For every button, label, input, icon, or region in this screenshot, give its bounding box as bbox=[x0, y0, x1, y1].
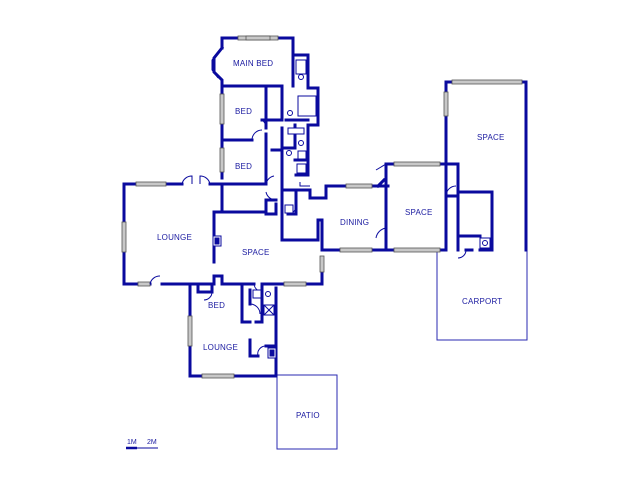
room-label-main-bed: MAIN BED bbox=[233, 59, 273, 68]
carport-outline bbox=[436, 250, 528, 341]
room-label-space-mid: SPACE bbox=[405, 208, 433, 217]
room-label-bed-1: BED bbox=[235, 107, 252, 116]
room-label-dining: DINING bbox=[340, 218, 369, 227]
lower-wing-walls bbox=[188, 282, 278, 378]
scale-label-2m: 2M bbox=[147, 439, 157, 446]
room-label-patio: PATIO bbox=[296, 411, 320, 420]
room-label-bed-2: BED bbox=[235, 162, 252, 171]
space-mid-walls bbox=[375, 162, 448, 252]
doors bbox=[149, 119, 467, 357]
room-label-bed-3: BED bbox=[208, 301, 225, 310]
patio-outline bbox=[276, 374, 338, 450]
room-label-carport: CARPORT bbox=[462, 297, 502, 306]
fixtures bbox=[212, 59, 491, 359]
room-label-lounge-main: LOUNGE bbox=[157, 233, 192, 242]
room-label-space-right: SPACE bbox=[477, 133, 505, 142]
bed-1-walls bbox=[220, 84, 268, 150]
scale-label-1m: 1M bbox=[127, 439, 137, 446]
room-label-lounge-small: LOUNGE bbox=[203, 343, 238, 352]
scale-bar: 1M 2M bbox=[126, 439, 158, 450]
windows bbox=[121, 35, 523, 379]
room-label-space-center: SPACE bbox=[242, 248, 270, 257]
space-right-walls bbox=[444, 80, 528, 252]
